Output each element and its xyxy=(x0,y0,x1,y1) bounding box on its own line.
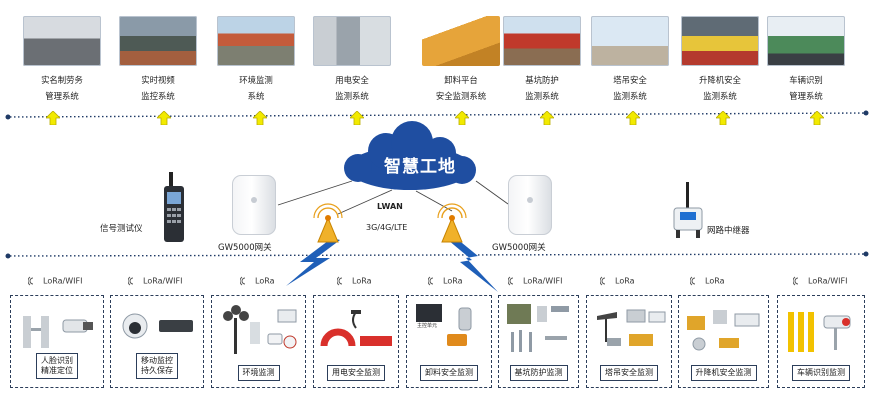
antenna-tower-left-icon xyxy=(313,203,343,243)
system-label-line2: 监控系统 xyxy=(141,91,175,101)
system-label-line1: 基坑防护 xyxy=(525,75,559,85)
system-thumbnail xyxy=(217,16,295,66)
system-item[interactable]: 塔吊安全监测系统 xyxy=(591,16,669,104)
group-protocol-tag: LoRa/WIFI xyxy=(28,276,82,286)
group-protocol-tag: LoRa xyxy=(428,276,463,286)
system-label-line1: 用电安全 xyxy=(335,75,369,85)
gateway-right-label: GW5000网关 xyxy=(492,243,546,253)
system-label-line2: 管理系统 xyxy=(45,91,79,101)
antenna-tower-right-icon xyxy=(437,203,467,243)
gateway-left-device[interactable] xyxy=(232,175,276,235)
lightning-bolt-right xyxy=(448,238,498,292)
system-label-line2: 监测系统 xyxy=(525,91,559,101)
system-item[interactable]: 环境监测系统 xyxy=(217,16,295,104)
device-group-electric[interactable]: 用电安全监测 xyxy=(313,295,399,388)
system-label-line2: 安全监测系统 xyxy=(435,91,487,101)
gateway-right-device[interactable] xyxy=(508,175,552,235)
device-group-face[interactable]: 人脸识别精准定位 xyxy=(10,295,104,388)
repeater-label: 网路中继器 xyxy=(707,226,750,236)
group-name: 车辆识别监测 xyxy=(792,365,850,381)
turnstile-camera-icon xyxy=(23,316,93,348)
system-item[interactable]: 卸料平台安全监测系统 xyxy=(422,16,500,104)
up-arrow-icon xyxy=(46,111,60,125)
signal-tester-label: 信号测试仪 xyxy=(100,224,143,234)
up-arrow-icon xyxy=(810,111,824,125)
device-group-elevator[interactable]: 升降机安全监测 xyxy=(678,295,769,388)
group-protocol-tag: LoRa/WIFI xyxy=(128,276,182,286)
system-item[interactable]: 车辆识别管理系统 xyxy=(767,16,845,104)
system-item[interactable]: 升降机安全监测系统 xyxy=(681,16,759,104)
up-arrow-icon xyxy=(350,111,364,125)
device-group-video[interactable]: 移动监控持久保存 xyxy=(110,295,204,388)
cloud-icon xyxy=(344,121,476,190)
system-item[interactable]: 基坑防护监测系统 xyxy=(503,16,581,104)
system-label-line2: 监测系统 xyxy=(613,91,647,101)
system-label-line2: 管理系统 xyxy=(789,91,823,101)
system-item[interactable]: 实名制劳务管理系统 xyxy=(23,16,101,104)
system-label-line1: 车辆识别 xyxy=(789,75,823,85)
system-label-line1: 卸料平台 xyxy=(444,75,478,85)
system-thumbnail xyxy=(503,16,581,66)
system-thumbnail xyxy=(422,16,500,66)
system-item[interactable]: 实时视频监控系统 xyxy=(119,16,197,104)
group-protocol-tag: LoRa xyxy=(600,276,635,286)
device-group-unloading[interactable]: 主控单元 卸料安全监测 xyxy=(406,295,492,388)
up-arrow-icon xyxy=(716,111,730,125)
crane-sensors-icon xyxy=(597,309,666,346)
up-arrow-icon xyxy=(157,111,171,125)
device-group-foundation[interactable]: 基坑防护监测 xyxy=(498,295,579,388)
signal-tester-icon xyxy=(164,172,184,242)
cloud-title: 智慧工地 xyxy=(384,157,456,177)
group-name: 升降机安全监测 xyxy=(690,365,757,381)
up-arrow-icon xyxy=(540,111,554,125)
group-protocol-tag: LoRa/WIFI xyxy=(793,276,847,286)
displacement-sensors-icon xyxy=(507,304,569,352)
system-label-line1: 实时视频 xyxy=(141,75,175,85)
repeater-icon xyxy=(673,182,703,238)
system-label-line1: 实名制劳务 xyxy=(41,75,83,85)
up-arrow-icon xyxy=(455,111,469,125)
system-thumbnail xyxy=(591,16,669,66)
main-unit-label: 主控单元 xyxy=(417,323,438,329)
barrier-camera-icon xyxy=(788,312,851,352)
group-name: 用电安全监测 xyxy=(327,365,385,381)
system-label-line1: 塔吊安全 xyxy=(613,75,647,85)
device-group-tower-crane[interactable]: 塔吊安全监测 xyxy=(586,295,672,388)
system-label-line2: 监测系统 xyxy=(703,91,737,101)
group-name: 移动监控持久保存 xyxy=(136,353,178,379)
current-sensors-icon xyxy=(320,310,392,347)
system-label-line1: 环境监测 xyxy=(239,75,273,85)
system-thumbnail xyxy=(313,16,391,66)
lightning-bolt-left xyxy=(286,238,340,286)
load-sensor-icon xyxy=(447,307,472,346)
system-label-line2: 监测系统 xyxy=(335,91,369,101)
system-item[interactable]: 用电安全监测系统 xyxy=(313,16,391,104)
group-protocol-tag: LoRa xyxy=(240,276,275,286)
network-label: LWAN xyxy=(377,202,403,211)
elevator-sensors-icon xyxy=(687,310,760,351)
system-label-line1: 升降机安全 xyxy=(699,75,741,85)
up-arrow-icon xyxy=(626,111,640,125)
group-protocol-tag: LoRa/WIFI xyxy=(508,276,562,286)
system-label-line2: 系统 xyxy=(247,91,265,101)
gateway-left-label: GW5000网关 xyxy=(218,243,272,253)
up-arrow-icon xyxy=(253,111,267,125)
system-thumbnail xyxy=(23,16,101,66)
ptz-camera-nvr-icon xyxy=(122,313,193,339)
group-name: 人脸识别精准定位 xyxy=(36,353,78,379)
weather-sensors-icon xyxy=(223,305,297,354)
group-protocol-tag: LoRa xyxy=(337,276,372,286)
group-name: 环境监测 xyxy=(237,365,280,381)
group-name: 卸料安全监测 xyxy=(420,365,478,381)
system-thumbnail xyxy=(119,16,197,66)
system-thumbnail xyxy=(681,16,759,66)
group-name: 基坑防护监测 xyxy=(509,365,568,381)
device-group-vehicle[interactable]: 车辆识别监测 xyxy=(777,295,865,388)
group-name: 塔吊安全监测 xyxy=(600,365,658,381)
device-group-environment[interactable]: 环境监测 xyxy=(211,295,306,388)
group-protocol-tag: LoRa xyxy=(690,276,725,286)
system-thumbnail xyxy=(767,16,845,66)
network-sub-label: 3G/4G/LTE xyxy=(366,223,408,232)
